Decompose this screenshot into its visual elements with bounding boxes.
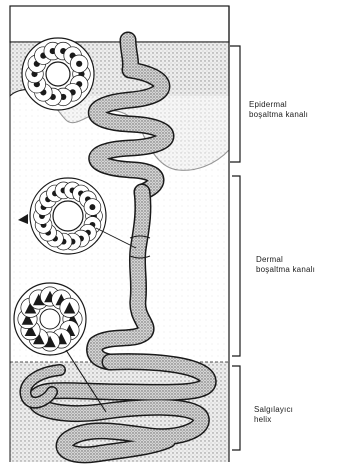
cross-section-secretory [14, 283, 86, 355]
cross-section-epidermal [22, 38, 94, 110]
cross-section-dermal [30, 178, 106, 254]
bracket-dermal [232, 176, 240, 356]
label-secretory-line2: helix [254, 415, 293, 425]
cell-nucleus [89, 204, 95, 210]
label-dermal-line1: Dermal [256, 255, 315, 265]
label-dermal-line2: boşaltma kanalı [256, 265, 315, 275]
stratum-corneum [10, 6, 229, 42]
label-epidermal-line1: Epidermal [249, 100, 308, 110]
label-secretory-line1: Salgılayıcı [254, 405, 293, 415]
label-epidermal-duct: Epidermal boşaltma kanalı [249, 100, 308, 120]
cell-nucleus [76, 61, 82, 67]
label-secretory-helix: Salgılayıcı helix [254, 405, 293, 425]
bracket-epidermal [230, 46, 240, 162]
label-epidermal-line2: boşaltma kanalı [249, 110, 308, 120]
label-dermal-duct: Dermal boşaltma kanalı [256, 255, 315, 275]
bracket-secretory [232, 366, 240, 450]
